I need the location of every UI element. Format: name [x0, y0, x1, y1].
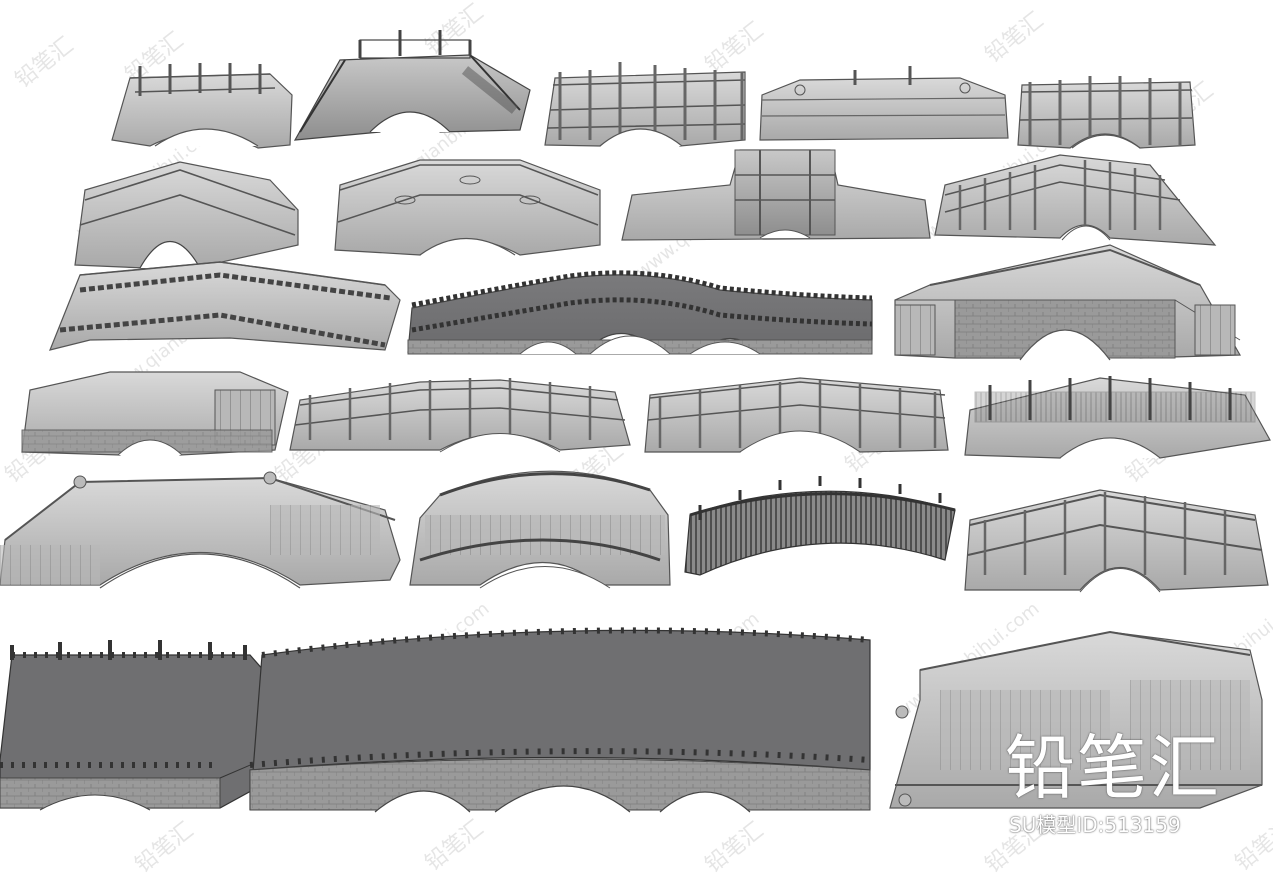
bridge-model — [111, 63, 293, 149]
bridge-model — [894, 244, 1242, 361]
brand-watermark: 铅笔汇 SU模型ID:513159 — [1005, 728, 1235, 838]
bridge-model — [1017, 76, 1196, 149]
bridge-model — [0, 471, 401, 589]
bridge-model — [544, 62, 746, 147]
bridge-model — [249, 627, 871, 813]
bridge-model — [644, 377, 949, 453]
bridge-model — [889, 630, 1263, 809]
bridge-model — [21, 371, 289, 456]
bridge-model — [409, 470, 671, 589]
bridge-model — [759, 66, 1009, 141]
bridge-model — [964, 489, 1269, 593]
bridge-model — [684, 476, 956, 576]
bridge-model — [621, 149, 931, 241]
bridge-model — [0, 640, 266, 811]
bridge-model — [293, 30, 531, 141]
bridge-model — [334, 159, 601, 256]
bridge-model — [407, 270, 873, 355]
model-id-label: SU模型ID:513159 — [1009, 813, 1181, 837]
bridge-model — [74, 161, 299, 269]
brand-title: 铅笔汇 — [1005, 727, 1221, 809]
bridge-model — [289, 378, 631, 453]
bridge-model — [934, 154, 1217, 246]
bridge-model — [49, 261, 401, 351]
bridge-model — [964, 376, 1271, 459]
